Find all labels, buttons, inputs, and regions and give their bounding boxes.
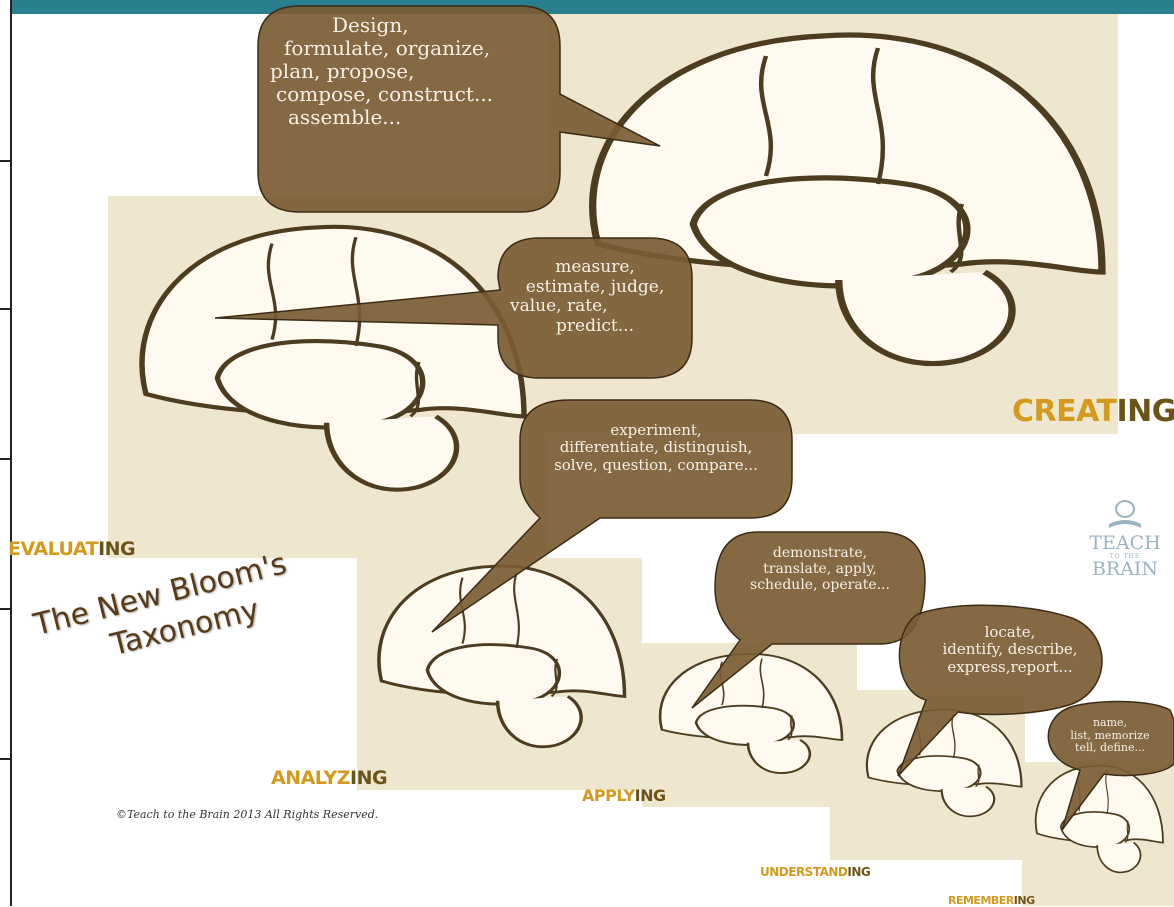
book-brain-icon xyxy=(1109,500,1141,528)
label-suffix: ING xyxy=(634,786,666,805)
verb-line: measure, xyxy=(555,257,635,277)
label-stem: ANALYZ xyxy=(271,767,351,789)
label-stem: UNDERSTAND xyxy=(760,865,848,879)
label-understanding: UNDERSTANDING xyxy=(760,865,871,879)
bubble-remembering xyxy=(1047,700,1174,831)
verb-line: list, memorize xyxy=(1070,728,1150,742)
bubble-remembering-text: name, list, memorize tell, define... xyxy=(1052,716,1168,755)
bubble-evaluating-text: measure, estimate, judge, value, rate, p… xyxy=(500,257,690,336)
bubble-applying-text: demonstrate, translate, apply, schedule,… xyxy=(715,545,925,593)
rule-tick xyxy=(0,308,10,310)
label-evaluating: EVALUATING xyxy=(8,538,136,560)
bubble-understanding-text: locate, identify, describe, express,repo… xyxy=(900,623,1120,676)
verb-line: Design, xyxy=(332,13,409,37)
logo-line-3: BRAIN xyxy=(1091,558,1159,580)
verb-line: locate, xyxy=(984,623,1036,641)
label-analyzing: ANALYZING xyxy=(271,767,388,789)
teach-to-the-brain-logo: TEACH TO THE BRAIN xyxy=(1080,498,1170,579)
verb-line: compose, construct... xyxy=(276,82,494,106)
rule-tick xyxy=(0,458,10,460)
verb-line: assemble... xyxy=(288,105,402,129)
label-remembering: REMEMBERING xyxy=(948,894,1035,907)
verb-line: plan, propose, xyxy=(270,59,415,83)
label-suffix: ING xyxy=(98,538,136,560)
verb-line: solve, question, compare... xyxy=(554,455,758,474)
verb-line: express,report... xyxy=(947,657,1073,676)
verb-line: formulate, organize, xyxy=(284,36,491,60)
label-applying: APPLYING xyxy=(582,786,666,805)
verb-line: value, rate, xyxy=(510,296,608,317)
bubble-creating xyxy=(257,5,661,213)
rule-tick xyxy=(0,160,10,162)
verb-line: schedule, operate... xyxy=(750,577,890,594)
bubble-understanding xyxy=(897,604,1103,777)
rule-tick xyxy=(0,608,10,610)
logo-line-1: TEACH xyxy=(1089,532,1161,554)
verb-line: estimate, judge, xyxy=(525,276,665,297)
label-stem: EVALUAT xyxy=(8,538,99,560)
bubble-evaluating xyxy=(214,237,693,379)
verb-line: differentiate, distinguish, xyxy=(559,438,753,457)
verb-line: experiment, xyxy=(610,421,702,439)
verb-line: name, xyxy=(1092,716,1128,729)
brain-creating xyxy=(589,32,1106,367)
label-suffix: ING xyxy=(1013,894,1035,907)
verb-line: identify, describe, xyxy=(942,640,1078,659)
verb-line: predict... xyxy=(556,315,634,336)
bubble-creating-text: Design, formulate, organize, plan, propo… xyxy=(262,14,550,129)
label-stem: CREAT xyxy=(1012,394,1117,429)
copyright-notice: ©Teach to the Brain 2013 All Rights Rese… xyxy=(116,808,379,821)
bubble-analyzing xyxy=(431,399,793,633)
label-suffix: ING xyxy=(847,865,871,879)
brain-analyzing xyxy=(377,564,627,748)
verb-line: demonstrate, xyxy=(772,545,868,561)
bubble-applying xyxy=(691,531,926,709)
label-suffix: ING xyxy=(1116,394,1174,429)
left-rule xyxy=(0,0,12,906)
verb-line: translate, apply, xyxy=(763,561,877,578)
brain-applying xyxy=(658,653,844,774)
label-suffix: ING xyxy=(350,767,388,789)
verb-line: tell, define... xyxy=(1075,741,1145,755)
label-stem: REMEMBER xyxy=(948,894,1014,907)
label-creating: CREATING xyxy=(1012,394,1174,429)
logo-line-2: TO THE xyxy=(1109,553,1141,560)
bubble-analyzing-text: experiment, differentiate, distinguish, … xyxy=(520,421,792,474)
label-stem: APPLY xyxy=(582,786,635,805)
rule-tick xyxy=(0,758,10,760)
